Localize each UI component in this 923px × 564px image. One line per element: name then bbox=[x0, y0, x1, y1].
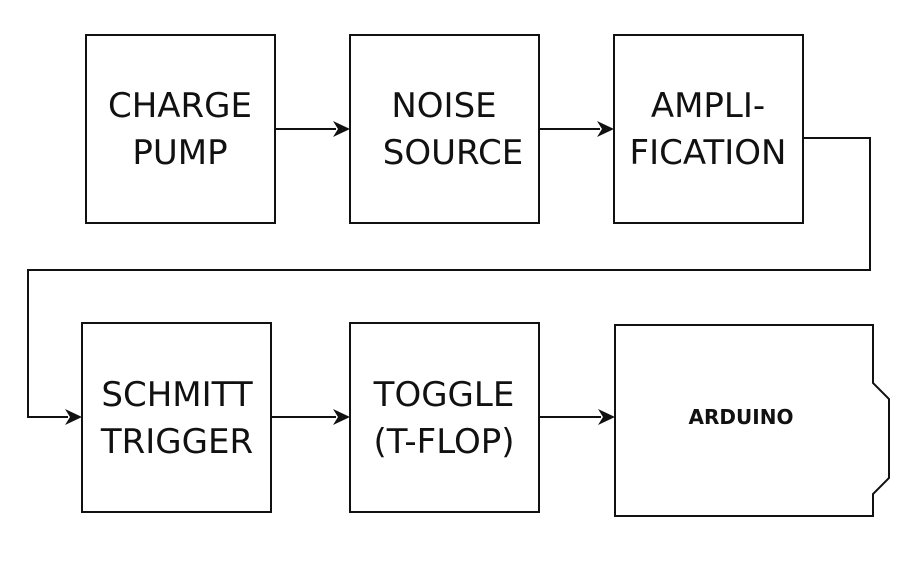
block-noise-source: NOISE SOURCE bbox=[349, 34, 540, 224]
arrow-toggle-to-arduino bbox=[539, 409, 615, 425]
block-label-line: TOGGLE bbox=[373, 375, 515, 415]
block-label-line: SCHMITT bbox=[101, 375, 252, 415]
block-label-line: (T-FLOP) bbox=[374, 422, 515, 462]
block-label-line: NOISE bbox=[391, 86, 496, 126]
block-label-line: AMPLI- bbox=[651, 86, 765, 126]
arrow-noise-source-to-amplification bbox=[539, 121, 614, 137]
block-label-line: FICATION bbox=[630, 133, 787, 173]
block-toggle: TOGGLE (T-FLOP) bbox=[349, 322, 540, 513]
block-amplification: AMPLI- FICATION bbox=[613, 34, 804, 224]
arrow-schmitt-trigger-to-toggle bbox=[271, 409, 350, 425]
block-label-line: SOURCE bbox=[383, 133, 523, 173]
block-label-line: TRIGGER bbox=[100, 422, 253, 462]
block-label-line: PUMP bbox=[132, 133, 227, 173]
block-label-line: CHARGE bbox=[108, 86, 252, 126]
block-schmitt-trigger: SCHMITT TRIGGER bbox=[81, 322, 272, 513]
arrow-amplification-to-schmitt-trigger bbox=[27, 137, 871, 425]
block-label-line: ARDUINO bbox=[689, 405, 794, 429]
block-arduino: ARDUINO bbox=[614, 324, 890, 517]
block-charge-pump: CHARGE PUMP bbox=[85, 34, 276, 224]
arrow-charge-pump-to-noise-source bbox=[275, 121, 350, 137]
